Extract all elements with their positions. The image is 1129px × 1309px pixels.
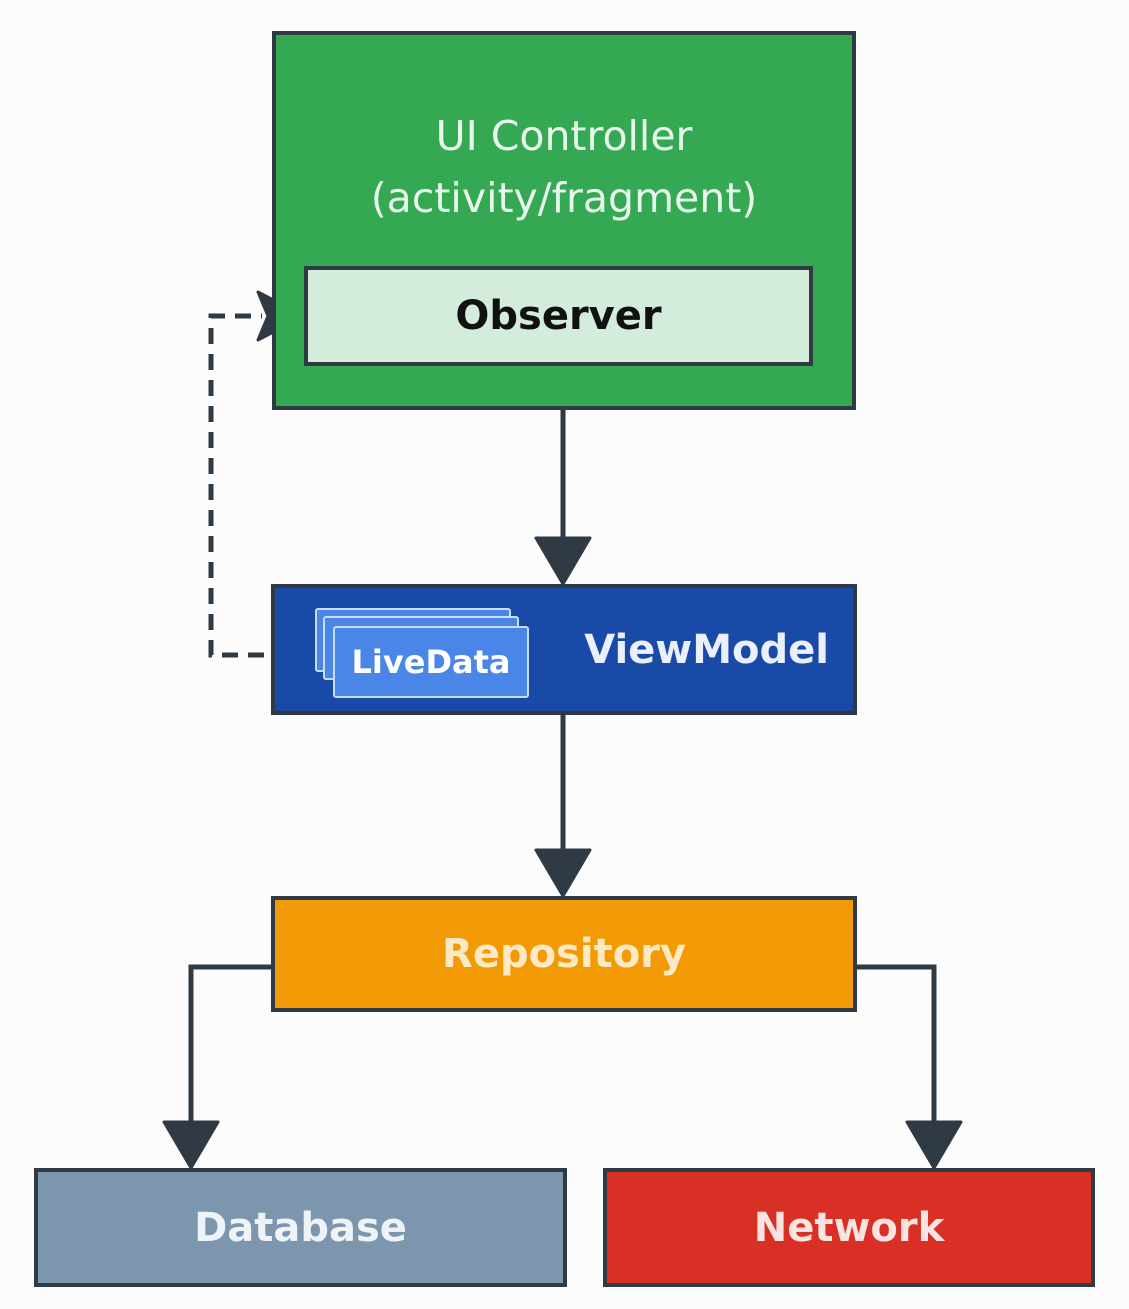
ui-controller-title-line1: UI Controller (435, 112, 693, 160)
observer-box: Observer (304, 266, 813, 366)
observer-label: Observer (455, 293, 662, 339)
arrow-controller-to-viewmodel (534, 410, 592, 586)
ui-controller-title: UI Controller (activity/fragment) (276, 105, 852, 229)
ui-controller-title-line2: (activity/fragment) (370, 174, 758, 222)
livedata-badge: LiveData (333, 626, 529, 698)
arrow-repository-to-network (857, 964, 963, 1170)
database-label: Database (194, 1204, 407, 1251)
viewmodel-label: ViewModel (584, 626, 829, 673)
arrow-repository-to-database (162, 964, 271, 1170)
livedata-label: LiveData (351, 643, 511, 681)
repository-label: Repository (442, 931, 686, 977)
database-box: Database (34, 1168, 567, 1287)
repository-box: Repository (271, 896, 857, 1012)
network-label: Network (753, 1204, 945, 1251)
arrow-viewmodel-to-repository (534, 715, 592, 898)
viewmodel-box: LiveData ViewModel (271, 584, 857, 715)
network-box: Network (603, 1168, 1095, 1287)
